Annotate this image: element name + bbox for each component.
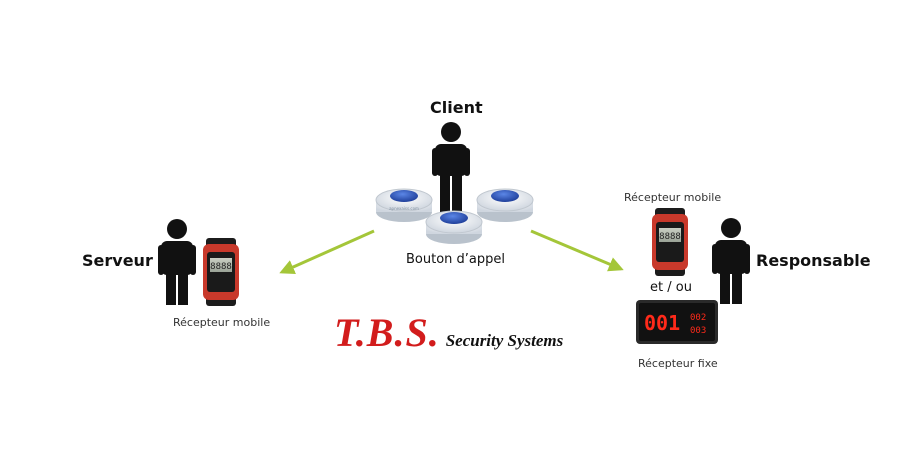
button-brand-text: apnexaiss.com	[389, 206, 419, 211]
responsable-label: Responsable	[756, 251, 871, 270]
arrow-to-responsable	[530, 229, 624, 272]
tbs-tagline: Security Systems	[445, 331, 564, 350]
call-button-icon	[425, 210, 483, 244]
client-label: Client	[430, 98, 483, 117]
fixed-receiver-display-icon: 001 002 003	[636, 300, 718, 344]
watch-display-text: 8888	[659, 232, 681, 242]
call-button-icon	[476, 188, 534, 222]
arrow-to-serveur	[279, 229, 375, 274]
serveur-label: Serveur	[82, 251, 153, 270]
recepteur-mobile-right-caption: Récepteur mobile	[624, 191, 722, 204]
serveur-person-icon	[158, 219, 196, 305]
tbs-logo-text: T.B.S.	[334, 310, 440, 355]
client-person-icon	[432, 122, 470, 214]
tbs-brand: T.B.S. Security Systems	[334, 309, 563, 356]
bouton-appel-caption: Bouton d’appel	[406, 252, 505, 267]
fixed-display-side-top-text: 002	[690, 313, 706, 323]
recepteur-fixe-caption: Récepteur fixe	[638, 357, 718, 370]
fixed-display-main-text: 001	[644, 311, 680, 335]
fixed-display-side-bottom-text: 003	[690, 326, 706, 336]
watch-pager-icon: 8888	[203, 238, 239, 306]
call-button-icon: apnexaiss.com	[375, 188, 433, 222]
recepteur-mobile-left-caption: Récepteur mobile	[173, 316, 271, 329]
watch-pager-icon: 8888	[652, 208, 688, 276]
et-ou-caption: et / ou	[650, 280, 692, 295]
responsable-person-icon	[712, 218, 750, 304]
watch-display-text: 8888	[210, 262, 232, 272]
